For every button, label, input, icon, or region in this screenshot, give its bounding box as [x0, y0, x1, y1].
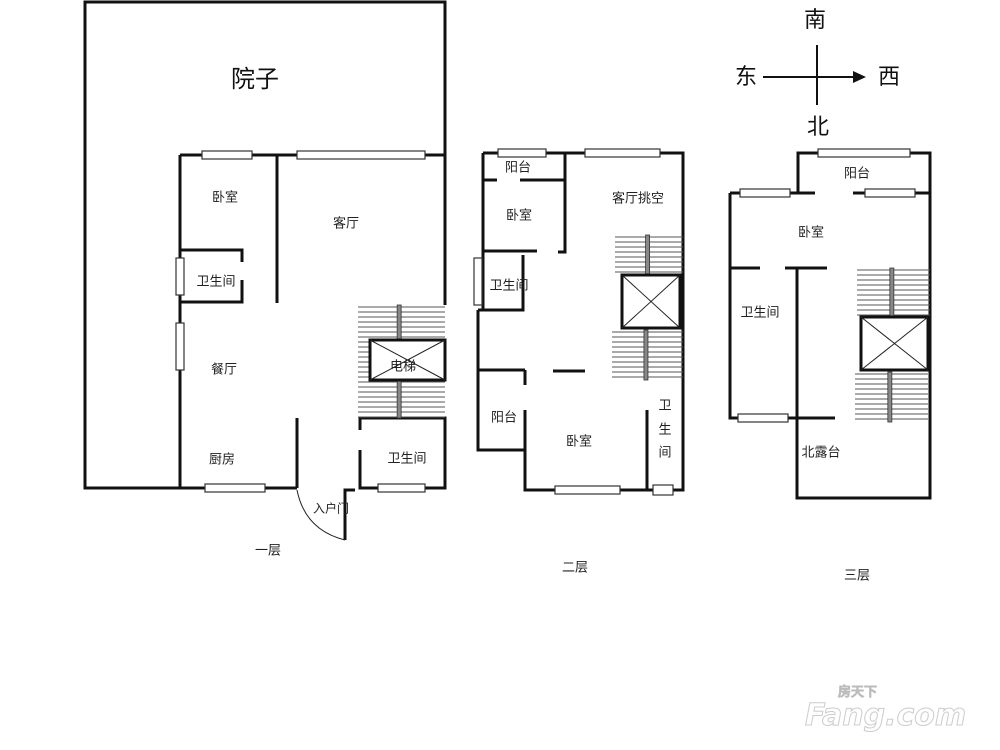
wall	[358, 416, 447, 490]
stair-handrail	[889, 267, 895, 317]
door-swing	[296, 489, 346, 541]
room-label: 阳台	[505, 161, 531, 176]
wall	[180, 248, 244, 262]
window	[864, 188, 916, 198]
room-label: 客厅	[333, 216, 359, 232]
room-label: 卧室	[566, 434, 592, 450]
room-label: 间	[658, 446, 671, 461]
floor-3: 阳台 卧室 卫生间 北露台 三层	[728, 148, 932, 584]
elevator	[859, 315, 930, 372]
wall	[343, 488, 355, 540]
watermark-brand: Fang.com	[805, 698, 966, 733]
room-label: 卧室	[798, 225, 824, 241]
stair-handrail	[887, 371, 893, 423]
arrow-right-icon	[853, 71, 866, 83]
room-label: 卧室	[506, 208, 532, 224]
watermark: 房天下 Fang.com	[805, 684, 967, 734]
window	[175, 257, 185, 296]
elevator	[620, 273, 682, 330]
window	[737, 413, 789, 423]
floor-caption: 一层	[255, 544, 281, 559]
window	[201, 150, 253, 160]
window	[175, 322, 185, 371]
compass-east: 东	[735, 65, 757, 90]
compass-west: 西	[878, 65, 900, 90]
room-label: 生	[658, 423, 671, 438]
wall	[483, 255, 525, 312]
room-label: 卧室	[212, 190, 238, 206]
window	[473, 257, 483, 306]
room-label: 卫生间	[489, 279, 528, 294]
window	[377, 483, 426, 493]
room-label: 电梯	[390, 360, 416, 375]
elevator	[368, 338, 447, 382]
wall	[558, 153, 567, 254]
window	[554, 485, 621, 495]
window	[296, 150, 426, 160]
room-label: 入户门	[313, 501, 349, 516]
room-label: 厨房	[209, 452, 235, 468]
wall	[795, 151, 932, 500]
staircase	[615, 234, 683, 276]
compass: 南 东 西 北	[735, 8, 900, 140]
room-label: 卫生间	[740, 306, 779, 321]
room-label: 卫生间	[387, 452, 426, 467]
room-label: 卫生间	[196, 275, 235, 290]
watermark-chinese: 房天下	[838, 684, 877, 700]
window	[652, 484, 674, 496]
window	[584, 148, 661, 158]
floor-caption: 二层	[562, 561, 588, 576]
floor-caption: 三层	[844, 569, 870, 584]
window	[817, 148, 911, 158]
wall	[476, 151, 685, 492]
room-label: 餐厅	[211, 362, 237, 378]
compass-south: 南	[804, 8, 826, 33]
wall	[180, 280, 244, 304]
room-label: 客厅挑空	[612, 191, 664, 207]
room-label: 卫	[658, 399, 671, 414]
floor-1: 院子 卧室 客厅 卫生间 餐厅 电梯 厨房 卫生间 入户门 一层	[83, 0, 447, 559]
stair-handrail	[643, 329, 649, 381]
floor-2: 阳台 卧室 客厅挑空 卫生间 阳台 卧室 卫 生 间 二层	[473, 148, 685, 576]
yard-boundary	[83, 0, 447, 490]
room-label: 阳台	[491, 411, 517, 426]
room-label: 北露台	[801, 446, 840, 461]
staircase	[855, 371, 928, 423]
compass-north: 北	[807, 115, 829, 140]
room-label: 阳台	[844, 167, 870, 182]
window	[497, 148, 547, 158]
staircase	[857, 267, 930, 317]
stair-handrail	[645, 234, 650, 276]
window	[739, 188, 791, 198]
staircase	[612, 329, 683, 381]
window	[204, 483, 266, 493]
yard-label: 院子	[231, 65, 279, 93]
